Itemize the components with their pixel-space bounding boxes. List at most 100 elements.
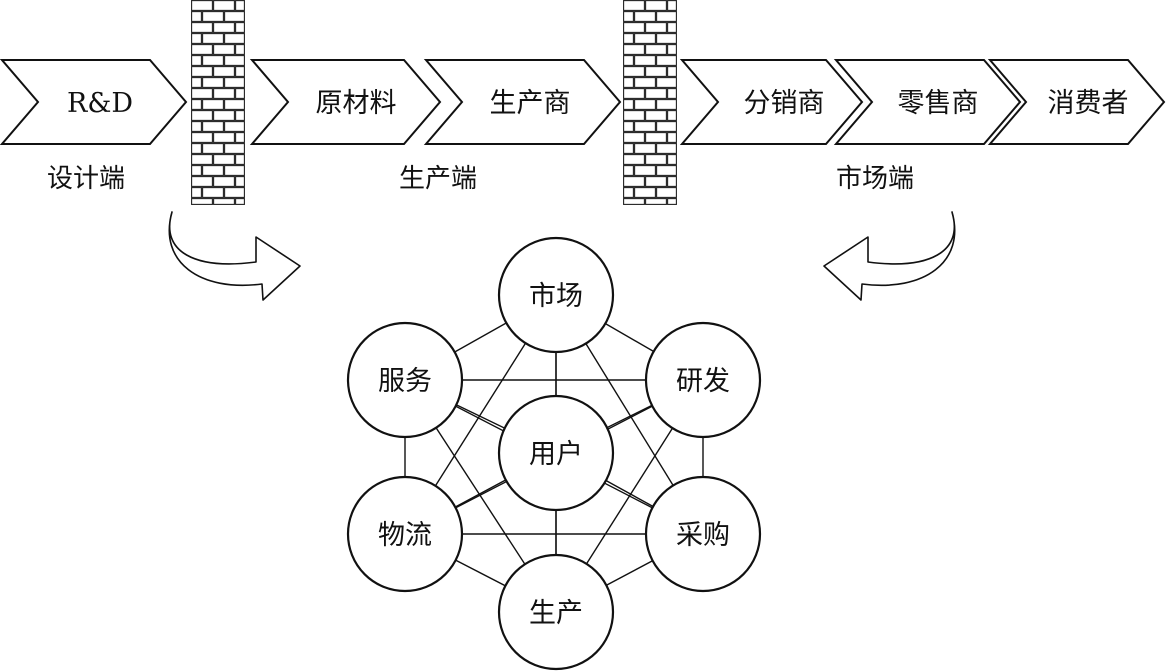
node-production: 生产 xyxy=(497,553,615,671)
chain-stage-distributor: 分销商 xyxy=(679,59,864,145)
wall-brick xyxy=(202,165,224,176)
wall-brick xyxy=(235,198,245,205)
wall-brick xyxy=(623,22,645,33)
wall-brick xyxy=(623,88,645,99)
chain-stage-retailer: 零售商 xyxy=(833,59,1022,145)
wall-brick xyxy=(645,0,667,11)
wall-brick xyxy=(623,77,634,88)
wall-brick xyxy=(645,88,667,99)
wall-brick xyxy=(191,22,213,33)
wall-brick xyxy=(213,66,235,77)
node-logistics-label: 物流 xyxy=(378,520,432,551)
wall-brick xyxy=(202,55,224,66)
wall-brick xyxy=(191,0,213,11)
node-purchasing: 采购 xyxy=(644,475,762,593)
wall-brick xyxy=(202,143,224,154)
wall-brick xyxy=(191,88,213,99)
wall-brick xyxy=(224,99,245,110)
wall-brick xyxy=(224,143,245,154)
wall-brick xyxy=(191,198,213,205)
wall-brick xyxy=(634,165,656,176)
chain-stage-distributor-label: 分销商 xyxy=(744,88,825,119)
wall-brick xyxy=(202,77,224,88)
wall-brick xyxy=(667,44,677,55)
wall-brick xyxy=(667,110,677,121)
node-rnd-label: 研发 xyxy=(676,366,730,397)
wall-brick xyxy=(667,0,677,11)
wall-brick xyxy=(623,121,634,132)
wall-brick xyxy=(645,154,667,165)
wall-brick xyxy=(656,143,677,154)
wall-brick xyxy=(191,110,213,121)
wall-brick xyxy=(667,176,677,187)
wall-brick xyxy=(191,33,202,44)
node-production-label: 生产 xyxy=(529,598,583,629)
node-center-label: 用户 xyxy=(529,439,583,470)
wall-brick xyxy=(235,176,245,187)
wall-brick xyxy=(645,66,667,77)
wall-brick xyxy=(645,132,667,143)
wall-brick xyxy=(191,187,202,198)
wall-brick xyxy=(623,143,634,154)
wall-brick xyxy=(213,198,235,205)
curved-arrow-icon xyxy=(823,211,956,301)
wall-brick xyxy=(235,88,245,99)
wall-brick xyxy=(623,99,634,110)
wall-brick xyxy=(224,121,245,132)
node-rnd: 研发 xyxy=(644,321,762,439)
wall-brick xyxy=(235,110,245,121)
chain-stage-retailer-label: 零售商 xyxy=(898,88,979,119)
wall-brick xyxy=(213,22,235,33)
wall-brick xyxy=(634,55,656,66)
wall-brick xyxy=(623,55,634,66)
wall-brick xyxy=(634,121,656,132)
wall-brick xyxy=(213,110,235,121)
wall-brick xyxy=(191,66,213,77)
node-center-user: 用户 xyxy=(497,394,615,512)
wall-brick xyxy=(202,187,224,198)
wall-brick xyxy=(634,33,656,44)
wall-brick xyxy=(191,55,202,66)
wall-brick xyxy=(634,77,656,88)
chain-stage-rd-label: R&D xyxy=(67,88,133,119)
wall-brick xyxy=(656,165,677,176)
wall-brick xyxy=(645,198,667,205)
brick-wall-icon xyxy=(623,0,677,205)
wall-brick xyxy=(191,132,213,143)
wall-brick xyxy=(645,110,667,121)
wall-brick xyxy=(645,176,667,187)
wall-brick xyxy=(667,22,677,33)
wall-brick xyxy=(667,198,677,205)
wall-brick xyxy=(191,176,213,187)
wall-brick xyxy=(634,11,656,22)
chain-stage-producer-label: 生产商 xyxy=(490,88,571,119)
wall-brick xyxy=(623,187,634,198)
wall-brick xyxy=(623,176,645,187)
wall-brick xyxy=(235,154,245,165)
wall-brick xyxy=(224,33,245,44)
wall-brick xyxy=(667,154,677,165)
wall-brick xyxy=(213,176,235,187)
wall-brick xyxy=(656,187,677,198)
node-service: 服务 xyxy=(346,321,464,439)
zone-label-design: 设计端 xyxy=(47,164,125,194)
wall-brick xyxy=(623,44,645,55)
node-service-label: 服务 xyxy=(378,366,432,397)
node-market: 市场 xyxy=(497,236,615,354)
wall-brick xyxy=(235,44,245,55)
wall-brick xyxy=(667,132,677,143)
wall-brick xyxy=(667,88,677,99)
wall-brick xyxy=(667,66,677,77)
wall-brick xyxy=(235,0,245,11)
wall-brick xyxy=(191,99,202,110)
wall-brick xyxy=(202,11,224,22)
wall-brick xyxy=(213,88,235,99)
wall-brick xyxy=(634,99,656,110)
wall-brick xyxy=(191,44,213,55)
wall-brick xyxy=(623,110,645,121)
wall-brick xyxy=(235,66,245,77)
wall-brick xyxy=(235,22,245,33)
wall-brick xyxy=(623,33,634,44)
chain-stage-raw-material-label: 原材料 xyxy=(316,88,397,119)
